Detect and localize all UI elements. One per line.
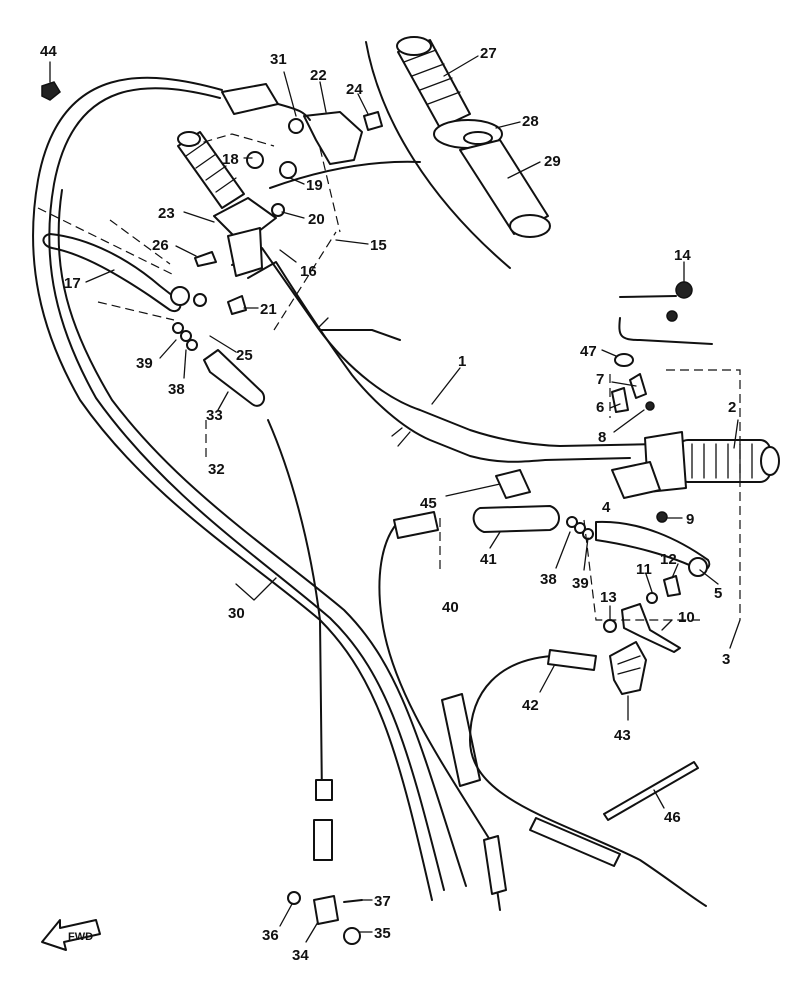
left-grip <box>177 131 245 209</box>
callout-31: 31 <box>270 51 287 68</box>
callout-34: 34 <box>292 947 309 964</box>
callout-26: 26 <box>152 237 169 254</box>
callout-29: 29 <box>544 153 561 170</box>
callout-7: 7 <box>596 371 604 388</box>
callout-36: 36 <box>262 927 279 944</box>
cables <box>32 76 707 911</box>
nut-44 <box>41 81 61 101</box>
callout-8: 8 <box>598 429 606 446</box>
callout-19: 19 <box>306 177 323 194</box>
throttle-housing <box>221 83 383 165</box>
callout-28: 28 <box>522 113 539 130</box>
callout-18: 18 <box>222 151 239 168</box>
callout-6: 6 <box>596 399 604 416</box>
callout-2: 2 <box>728 399 736 416</box>
callout-23: 23 <box>158 205 175 222</box>
adjuster-parts <box>287 891 363 945</box>
callout-47: 47 <box>580 343 597 360</box>
fwd-label: FWD <box>68 931 93 943</box>
callout-46: 46 <box>664 809 681 826</box>
callout-14: 14 <box>674 247 691 264</box>
callout-24: 24 <box>346 81 363 98</box>
cable-tie <box>603 761 699 821</box>
callout-1: 1 <box>458 353 466 370</box>
right-grip <box>677 439 780 483</box>
callout-40: 40 <box>442 599 459 616</box>
callout-39b: 39 <box>572 575 589 592</box>
callout-30: 30 <box>228 605 245 622</box>
callout-45: 45 <box>420 495 437 512</box>
callout-37: 37 <box>374 893 391 910</box>
right-small-parts <box>603 281 693 653</box>
callout-43: 43 <box>614 727 631 744</box>
callout-9: 9 <box>686 511 694 528</box>
callout-25: 25 <box>236 347 253 364</box>
callout-4: 4 <box>602 499 611 516</box>
callout-27: 27 <box>480 45 497 62</box>
callouts: 1 2 3 4 5 6 7 8 9 10 11 12 13 <box>40 43 741 964</box>
callout-44: 44 <box>40 43 57 60</box>
callout-20: 20 <box>308 211 325 228</box>
callout-15: 15 <box>370 237 387 254</box>
callout-17: 17 <box>64 275 81 292</box>
callout-10: 10 <box>678 609 695 626</box>
callout-22: 22 <box>310 67 327 84</box>
callout-21: 21 <box>260 301 277 318</box>
left-small-parts <box>172 322 266 407</box>
callout-41: 41 <box>480 551 497 568</box>
callout-5: 5 <box>714 585 722 602</box>
callout-12: 12 <box>660 551 677 568</box>
fwd-arrow: FWD <box>41 919 101 951</box>
callout-11: 11 <box>636 561 652 578</box>
cable-holders <box>472 469 594 540</box>
callout-38b: 38 <box>540 571 557 588</box>
switch-assembly <box>609 641 647 695</box>
right-lever-holder <box>611 431 687 523</box>
right-lever <box>595 520 711 577</box>
callout-35: 35 <box>374 925 391 942</box>
callout-3: 3 <box>722 651 730 668</box>
callout-38a: 38 <box>168 381 185 398</box>
callout-42: 42 <box>522 697 539 714</box>
throttle-grip-inset <box>269 36 551 269</box>
callout-39a: 39 <box>136 355 153 372</box>
callout-13: 13 <box>600 589 617 606</box>
callout-33: 33 <box>206 407 223 424</box>
left-lever-holder <box>193 151 297 315</box>
handlebar <box>231 247 661 463</box>
group-lines <box>37 133 741 621</box>
callout-32: 32 <box>208 461 225 478</box>
callout-16: 16 <box>300 263 317 280</box>
